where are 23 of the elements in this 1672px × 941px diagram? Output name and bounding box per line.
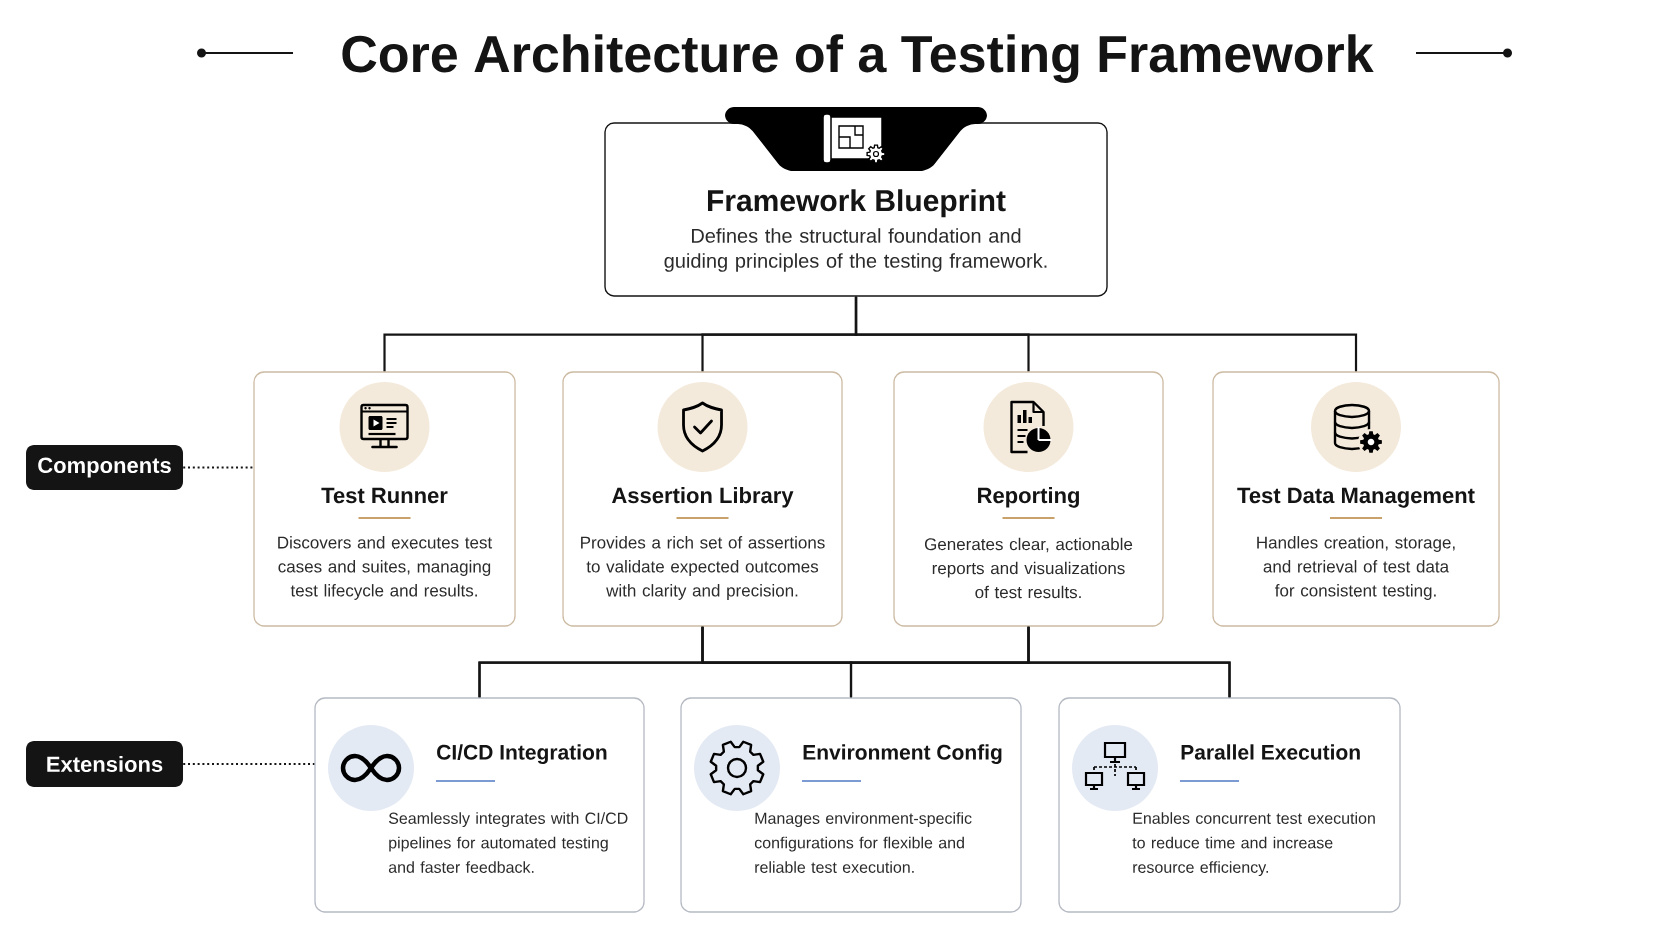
card-title: CI/CD Integration	[437, 744, 607, 764]
card-description: Seamlessly integrates with CI/CD pipelines for automated testing and faster feedback.	[388, 812, 628, 873]
connector-line	[1027, 626, 1231, 698]
section-tag: Components	[26, 445, 183, 490]
card-description: Generates clear, actionable reports and visualizations of test results.	[924, 537, 1133, 599]
card-title: Environment Config	[803, 744, 1002, 764]
dotted-line	[183, 466, 254, 469]
card-title: Test Runner	[321, 487, 448, 504]
card-title: Framework Blueprint	[708, 189, 1006, 218]
card-title: Parallel Execution	[1181, 744, 1360, 760]
card-description: Handles creation, storage, and retrieval of test data for consistent testing.	[1257, 536, 1455, 600]
card-description: Enables concurrent test execution to reduce time and increase resource efficiency.	[1132, 812, 1375, 877]
card-title: Assertion Library	[612, 487, 794, 508]
title: Core Architecture of a Testing Framework	[342, 34, 1374, 83]
dotted-line	[183, 762, 315, 766]
card-description: Discovers and executes test cases and suites, managing test lifecycle and results.	[278, 536, 493, 600]
card-title: Test Data Management	[1237, 487, 1475, 508]
section-tag: Extensions	[26, 741, 183, 787]
card-description: Defines the structural foundation and guiding principles of the testing framework.	[664, 228, 1047, 272]
connector-line	[854, 296, 1358, 372]
card-description: Provides a rich set of assertions to validate expected outcomes with clarity and precision.	[581, 536, 825, 600]
card-description: Manages environment-specific configurations for flexible and reliable test execution.	[754, 812, 972, 873]
card-title: Reporting	[978, 487, 1079, 508]
